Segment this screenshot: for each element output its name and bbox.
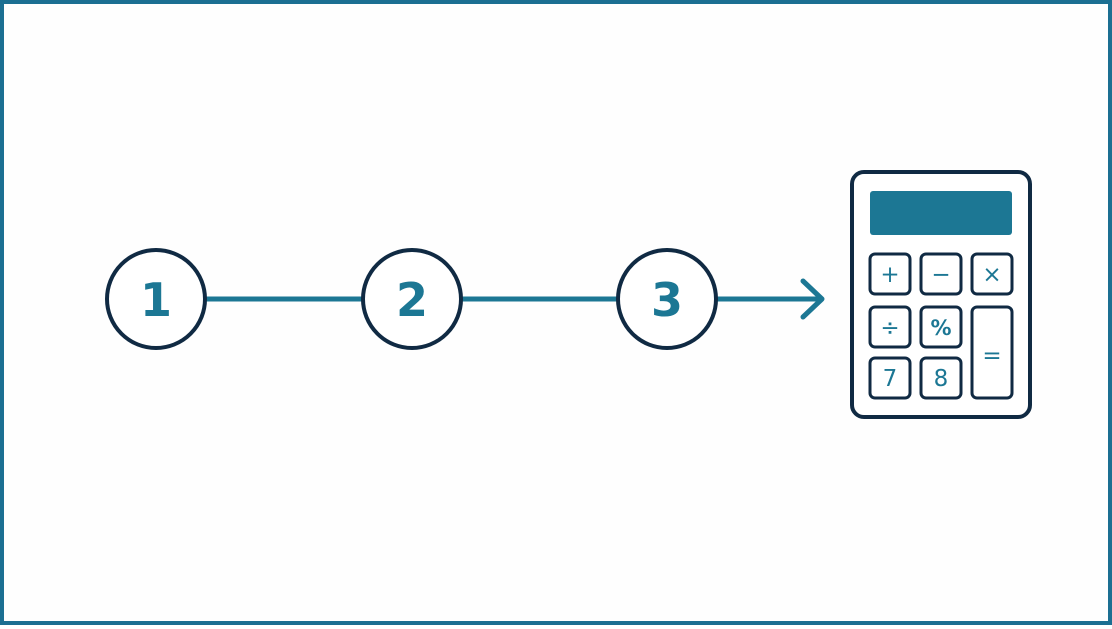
step-3: 3 — [616, 248, 718, 350]
calculator-icon: + − × ÷ % = 7 8 — [850, 170, 1032, 419]
process-diagram: 1 2 3 + − × ÷ % = — [105, 170, 1032, 419]
key-times — [970, 252, 1014, 296]
key-seven-label: 7 — [883, 366, 898, 392]
step-3-circle — [616, 248, 718, 350]
key-equals — [970, 305, 1014, 400]
key-minus — [919, 252, 963, 296]
key-percent — [919, 305, 963, 349]
step-2-number: 2 — [396, 273, 428, 327]
key-eight — [919, 356, 963, 400]
calculator-display — [870, 191, 1012, 235]
key-eight-label: 8 — [934, 366, 949, 392]
key-times-label: × — [982, 262, 1001, 288]
key-divide-label: ÷ — [880, 315, 899, 341]
key-seven — [868, 356, 912, 400]
key-percent-label: % — [930, 316, 951, 340]
key-plus — [868, 252, 912, 296]
key-divide — [868, 305, 912, 349]
key-equals-label: = — [982, 343, 1001, 369]
step-2-circle — [361, 248, 463, 350]
arrow-head-icon — [800, 278, 825, 320]
key-plus-label: + — [880, 262, 899, 288]
step-2: 2 — [361, 248, 463, 350]
step-1-circle — [105, 248, 207, 350]
step-1: 1 — [105, 248, 207, 350]
step-1-number: 1 — [140, 273, 172, 327]
step-3-number: 3 — [651, 273, 683, 327]
key-minus-label: − — [931, 262, 950, 288]
